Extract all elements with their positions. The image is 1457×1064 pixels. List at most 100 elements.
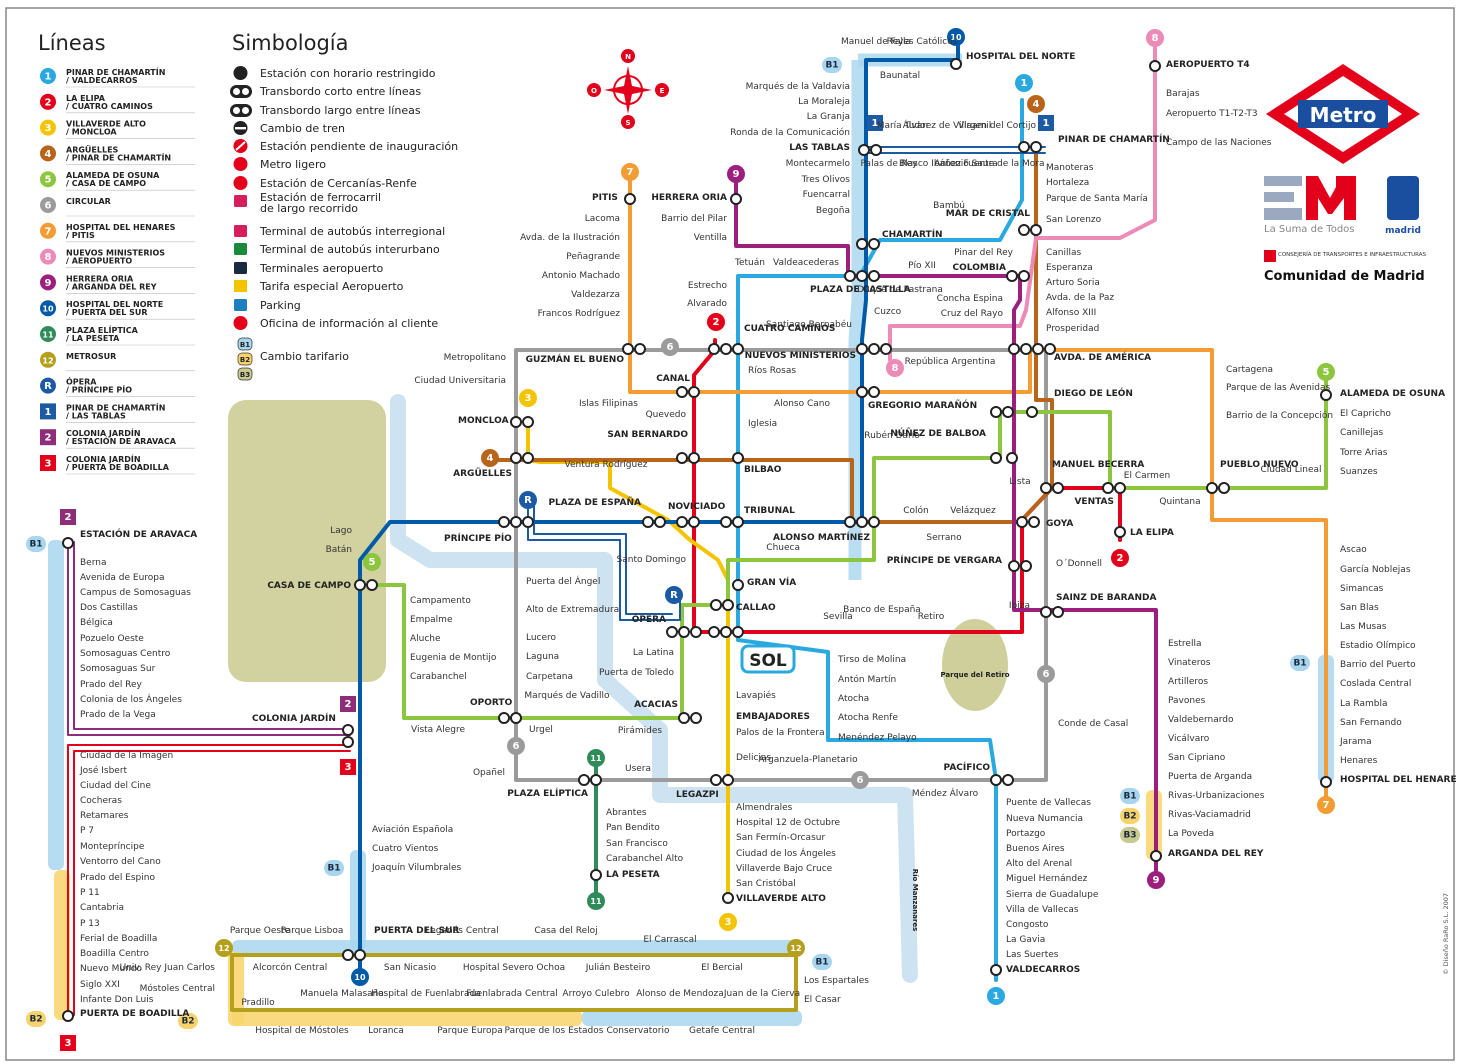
station-label-pacifico[interactable]: PACÍFICO (944, 761, 991, 773)
station-bilbao[interactable] (732, 452, 744, 464)
station-label-juan-de-la-cierva[interactable]: Juan de la Cierva (723, 989, 800, 999)
station-label-ciudad-de-los-angeles[interactable]: Ciudad de los Ángeles (736, 847, 836, 859)
line-badge-4-icon[interactable]: 4 (1027, 95, 1045, 113)
station-noviciado-2[interactable] (688, 516, 700, 528)
station-puerta-del-sur[interactable] (342, 949, 354, 961)
station-label-lavapies[interactable]: Lavapiés (736, 690, 776, 701)
station-label-urgel[interactable]: Urgel (529, 725, 553, 735)
station-label-prado-de-la-vega[interactable]: Prado de la Vega (80, 710, 156, 720)
station-label-legazpi[interactable]: LEGAZPI (676, 790, 719, 800)
station-label-virgen-del-cortijo[interactable]: Virgen del Cortijo (958, 121, 1036, 131)
station-label-mar-de-cristal[interactable]: MAR DE CRISTAL (946, 209, 1031, 219)
station-label-retiro[interactable]: Retiro (918, 612, 945, 622)
station-label-colonia-de-los-angeles[interactable]: Colonia de los Ángeles (80, 693, 182, 705)
station-label-batan[interactable]: Batán (326, 545, 352, 555)
station-label-laguna[interactable]: Laguna (526, 652, 559, 662)
station-label-aeropuerto-t4[interactable]: AEROPUERTO T4 (1166, 60, 1250, 70)
station-label-maria-tudor[interactable]: María Tudor (877, 121, 930, 131)
station-label-colonia-jardin[interactable]: COLONIA JARDÍN (252, 712, 336, 724)
station-label-la-gavia[interactable]: La Gavia (1006, 935, 1045, 945)
station-alonso-martinez-5[interactable] (868, 516, 880, 528)
station-label-abrantes[interactable]: Abrantes (606, 808, 647, 818)
line-badge-b3-icon[interactable]: B3 (1120, 827, 1140, 843)
station-label-rivas-urbanizaciones[interactable]: Rivas-Urbanizaciones (1168, 791, 1265, 801)
station-label-carabanchel[interactable]: Carabanchel (410, 672, 467, 682)
station-label-palos-de-la-frontera[interactable]: Palos de la Frontera (736, 728, 825, 738)
station-label-o-donnell[interactable]: O´Donnell (1056, 558, 1102, 569)
station-label-san-lorenzo[interactable]: San Lorenzo (1046, 215, 1102, 225)
station-pacifico[interactable] (990, 774, 1002, 786)
station-label-sevilla[interactable]: Sevilla (823, 612, 853, 622)
station-label-loranca[interactable]: Loranca (368, 1026, 404, 1036)
station-label-delicias[interactable]: Delicias (736, 753, 771, 763)
station-label-puerta-de-boadilla[interactable]: PUERTA DE BOADILLA (80, 1009, 189, 1019)
station-label-antonio-saura[interactable]: Antonio Saura (934, 159, 998, 169)
station-nunez-de-balboa-9[interactable] (1006, 452, 1018, 464)
station-mar-de-cristal[interactable] (1018, 224, 1030, 236)
station-label-diego-de-leon[interactable]: DIEGO DE LEÓN (1054, 387, 1133, 399)
station-label-la-elipa[interactable]: LA ELIPA (1130, 528, 1174, 538)
line-badge-1-icon[interactable]: 1 (1038, 115, 1054, 131)
station-label-ventura-rodriguez[interactable]: Ventura Rodríguez (565, 460, 648, 470)
station-guzman-el-bueno-6[interactable] (634, 343, 646, 355)
line-badge-10-icon[interactable]: 10 (947, 28, 965, 46)
station-label-reyes-catolicos[interactable]: Reyes Católicos (887, 36, 958, 47)
station-label-pitis[interactable]: PITIS (592, 193, 618, 203)
station-label-bilbao[interactable]: BILBAO (744, 465, 782, 475)
station-la-peseta[interactable] (590, 869, 602, 881)
station-label-puerta-de-arganda[interactable]: Puerta de Arganda (1168, 772, 1252, 782)
station-label-cocheras[interactable]: Cocheras (80, 796, 122, 806)
station-label-carpetana[interactable]: Carpetana (526, 672, 573, 682)
station-label-colombia[interactable]: COLOMBIA (953, 263, 1006, 273)
line-badge-1-icon[interactable]: 1 (987, 987, 1005, 1005)
station-label-islas-filipinas[interactable]: Islas Filipinas (579, 399, 638, 409)
station-label-pinar-de-chamartin[interactable]: PINAR DE CHAMARTÍN (1058, 133, 1170, 145)
line-badge-6-icon[interactable]: 6 (851, 771, 869, 789)
station-opera-2[interactable] (690, 626, 702, 638)
station-puerta-boadilla[interactable] (62, 1010, 74, 1022)
station-label-rios-rosas[interactable]: Ríos Rosas (748, 366, 796, 376)
station-label-alonso-de-mendoza[interactable]: Alonso de Mendoza (636, 989, 724, 999)
station-label-valdezarza[interactable]: Valdezarza (571, 290, 620, 300)
station-label-ruben-dario[interactable]: Rubén Darío (864, 430, 920, 441)
station-goya-4[interactable] (1028, 516, 1040, 528)
station-label-manuel-becerra[interactable]: MANUEL BECERRA (1052, 460, 1144, 470)
line-badge-6-icon[interactable]: 6 (661, 338, 679, 356)
station-label-avda-de-america[interactable]: AVDA. DE AMÉRICA (1054, 351, 1151, 363)
station-label-hospital-de-fuenlabrada[interactable]: Hospital de Fuenlabrada (371, 989, 481, 999)
station-herrera-oria[interactable] (730, 193, 742, 205)
station-label-la-latina[interactable]: La Latina (633, 648, 674, 658)
station-cuatro-caminos[interactable] (708, 343, 720, 355)
station-label-somosaguas-centro[interactable]: Somosaguas Centro (80, 649, 171, 659)
station-embajadores[interactable] (690, 712, 702, 724)
station-label-getafe-central[interactable]: Getafe Central (689, 1026, 755, 1036)
station-label-arganzuela-planetario[interactable]: Arganzuela-Planetario (758, 755, 858, 765)
station-label-cartagena[interactable]: Cartagena (1226, 365, 1273, 375)
station-label-hospital-severo-ochoa[interactable]: Hospital Severo Ochoa (463, 963, 565, 973)
station-acacias[interactable] (678, 712, 690, 724)
station-label-san-cipriano[interactable]: San Cipriano (1168, 753, 1226, 763)
station-colombia-8[interactable] (1018, 270, 1030, 282)
station-label-miguel-hernandez[interactable]: Miguel Hernández (1006, 874, 1088, 884)
station-label-pozuelo-oeste[interactable]: Pozuelo Oeste (80, 634, 144, 644)
station-label-ciudad-lineal[interactable]: Ciudad Lineal (1260, 465, 1321, 475)
station-valdecarros[interactable] (990, 964, 1002, 976)
station-pueblo-nuevo-5[interactable] (1218, 482, 1230, 494)
station-label-sierra-de-guadalupe[interactable]: Sierra de Guadalupe (1006, 890, 1099, 900)
station-label-aeropuerto-t1-t2-t3[interactable]: Aeropuerto T1-T2-T3 (1166, 109, 1258, 119)
station-label-republica-argentina[interactable]: República Argentina (905, 357, 996, 367)
station-principe-vergara-9[interactable] (1020, 560, 1032, 572)
station-label-portazgo[interactable]: Portazgo (1006, 829, 1046, 839)
station-canal-2[interactable] (688, 386, 700, 398)
line-badge-1-icon[interactable]: 1 (867, 115, 883, 131)
station-label-menendez-pelayo[interactable]: Menéndez Pelayo (838, 732, 917, 743)
station-label-alonso-cano[interactable]: Alonso Cano (774, 399, 830, 409)
station-nuevos-ministerios-6[interactable] (868, 343, 880, 355)
station-principe-pio[interactable] (498, 516, 510, 528)
station-label-jose-isbert[interactable]: José Isbert (79, 765, 128, 776)
station-label-concha-espina[interactable]: Concha Espina (937, 294, 1003, 304)
station-label-santo-domingo[interactable]: Santo Domingo (617, 555, 687, 565)
station-label-ventorro-del-cano[interactable]: Ventorro del Cano (80, 857, 161, 867)
station-puerta-del-sur-12[interactable] (354, 949, 366, 961)
station-tribunal[interactable] (720, 516, 732, 528)
